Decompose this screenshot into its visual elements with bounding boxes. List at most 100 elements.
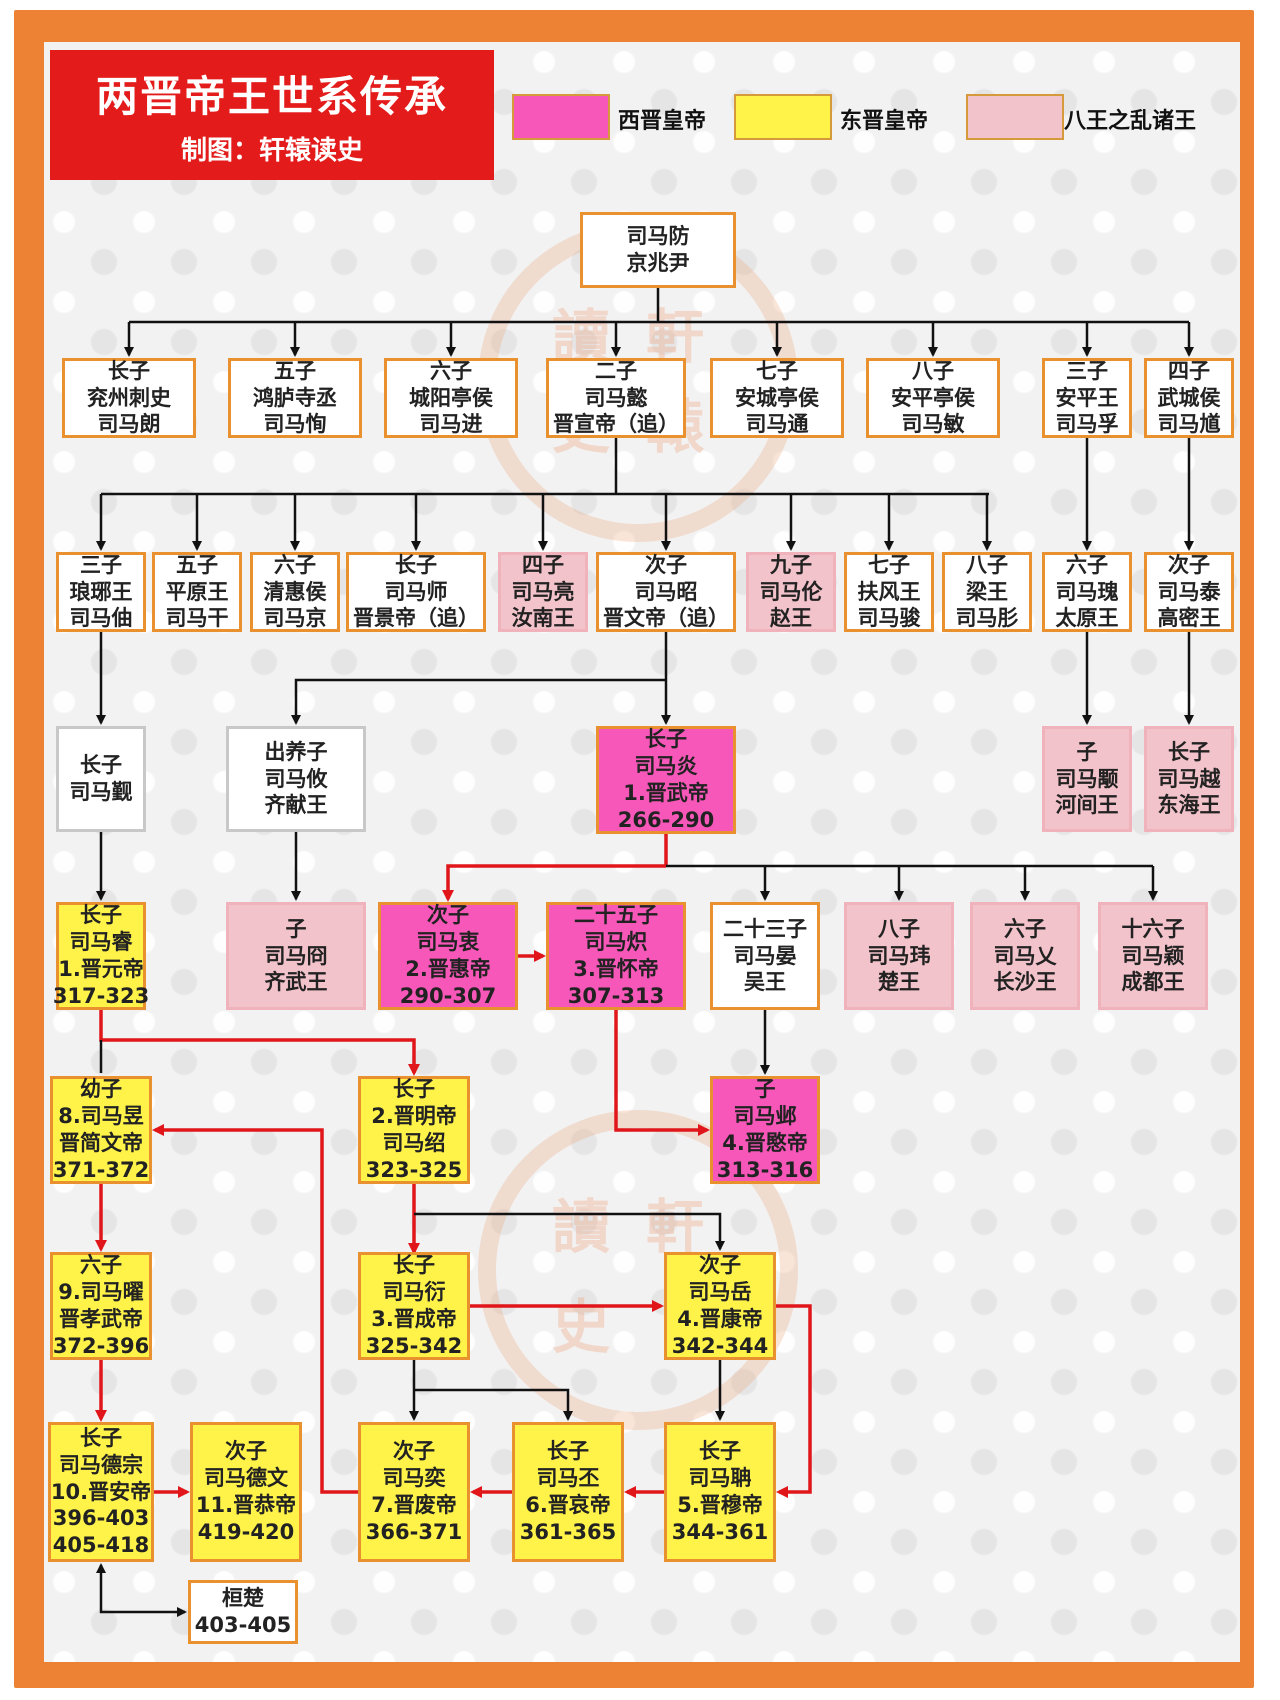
node-text-line: 323-325 bbox=[365, 1157, 463, 1182]
node-text-line: 司马冏 bbox=[264, 943, 328, 968]
node-text-line: 长子 bbox=[393, 1253, 435, 1278]
node-text-line: 六子 bbox=[80, 1253, 122, 1278]
node-text-line: 6.晋哀帝 bbox=[525, 1493, 611, 1517]
node-text-line: 司马晏 bbox=[733, 943, 797, 968]
node-sima-tong2: 八子梁王司马肜 bbox=[942, 552, 1032, 632]
node-sima-shi: 长子司马师晋景帝（追） bbox=[346, 552, 486, 632]
node-text-line: 长子 bbox=[80, 903, 122, 928]
node-sima-fu: 三子安平王司马孚 bbox=[1042, 358, 1132, 438]
node-text-line: 司马颙 bbox=[1055, 766, 1119, 791]
node-text-line: 290-307 bbox=[399, 983, 497, 1008]
node-text-line: 太原王 bbox=[1055, 606, 1119, 631]
node-text-line: 六子 bbox=[1004, 916, 1046, 941]
node-text-line: 六子 bbox=[1066, 552, 1108, 577]
node-text-line: 司马炽 bbox=[584, 930, 648, 955]
node-text-line: 六子 bbox=[274, 552, 316, 577]
node-text-line: 361-365 bbox=[519, 1519, 617, 1544]
node-text-line: 长子 bbox=[1168, 739, 1210, 764]
shao-yue2-arrow bbox=[414, 1212, 725, 1251]
node-text-line: 五子 bbox=[176, 552, 218, 577]
node-sima-zhou: 三子琅琊王司马伷 bbox=[56, 552, 146, 632]
node-text-line: 313-316 bbox=[716, 1157, 814, 1182]
node-text-line: 344-361 bbox=[671, 1519, 769, 1544]
node-text-line: 子 bbox=[285, 916, 307, 941]
node-sima-lun: 九子司马伦赵王 bbox=[746, 552, 836, 632]
node-text-line: 司马泰 bbox=[1157, 579, 1221, 604]
node-text-line: 司马瑰 bbox=[1055, 579, 1119, 604]
node-text-line: 出养子 bbox=[264, 739, 328, 764]
node-text-line: 长子 bbox=[547, 1439, 589, 1464]
node-text-line: 1.晋元帝 bbox=[58, 957, 144, 981]
yi2-yu-arrow bbox=[152, 1124, 358, 1494]
node-text-line: 鸿胪寺丞 bbox=[253, 385, 337, 410]
node-text-line: 长子 bbox=[645, 727, 687, 752]
node-text-line: 八子 bbox=[912, 358, 954, 383]
node-sima-lang: 长子兖州刺史司马朗 bbox=[62, 358, 196, 438]
chi-ye-arrow bbox=[614, 1010, 710, 1136]
node-sima-jing: 六子清惠侯司马京 bbox=[250, 552, 340, 632]
node-text-line: 366-371 bbox=[365, 1519, 463, 1544]
node-text-line: 次子 bbox=[427, 903, 469, 928]
node-text-line: 七子 bbox=[756, 358, 798, 383]
legend-label-eight-princes: 八王之乱诸王 bbox=[1064, 109, 1197, 134]
node-text-line: 扶风王 bbox=[857, 579, 921, 604]
node-sima-jin: 六子城阳亭侯司马进 bbox=[384, 358, 518, 438]
legend-swatch-west-jin bbox=[512, 94, 610, 140]
rui-shao-arrow bbox=[99, 1010, 420, 1076]
node-text-line: 8.司马昱 bbox=[58, 1104, 144, 1129]
node-text-line: 7.晋废帝 bbox=[371, 1493, 457, 1517]
node-text-line: 405-418 bbox=[52, 1533, 150, 1558]
node-text-line: 403-405 bbox=[194, 1613, 292, 1637]
node-text-line: 司马懿 bbox=[584, 385, 648, 410]
node-sima-zhao: 次子司马昭晋文帝（追） bbox=[596, 552, 736, 632]
node-sima-min: 八子安平亭侯司马敏 bbox=[866, 358, 1000, 438]
node-text-line: 司马进 bbox=[419, 412, 483, 437]
node-text-line: 九子 bbox=[770, 552, 812, 577]
dezong-huanchu-arrow bbox=[96, 1563, 187, 1617]
node-text-line: 266-290 bbox=[617, 807, 715, 832]
node-text-line: 司马绍 bbox=[382, 1131, 446, 1155]
node-text-line: 东海王 bbox=[1157, 793, 1221, 818]
node-text-line: 4.晋愍帝 bbox=[722, 1131, 808, 1155]
node-text-line: 兖州刺史 bbox=[87, 385, 171, 410]
node-text-line: 司马伷 bbox=[69, 606, 133, 631]
node-text-line: 长子 bbox=[108, 358, 150, 383]
node-text-line: 司马衷 bbox=[416, 930, 480, 955]
node-text-line: 司马岳 bbox=[688, 1280, 752, 1305]
node-text-line: 安城亭侯 bbox=[735, 385, 819, 410]
node-text-line: 十六子 bbox=[1121, 916, 1185, 941]
node-text-line: 司马丕 bbox=[536, 1466, 600, 1491]
node-text-line: 司马恂 bbox=[263, 412, 327, 437]
node-text-line: 2.晋惠帝 bbox=[405, 957, 491, 981]
node-text-line: 次子 bbox=[1168, 552, 1210, 577]
node-text-line: 晋孝武帝 bbox=[59, 1307, 143, 1331]
legend-label-west-jin: 西晋皇帝 bbox=[618, 109, 707, 134]
node-text-line: 清惠侯 bbox=[263, 579, 327, 604]
node-text-line: 七子 bbox=[868, 552, 910, 577]
node-text-line: 安平王 bbox=[1055, 385, 1119, 410]
node-text-line: 城阳亭侯 bbox=[409, 385, 493, 410]
node-text-line: 子 bbox=[1076, 739, 1098, 764]
title-banner: 两晋帝王世系传承 制图：轩辕读史 bbox=[50, 50, 494, 180]
node-text-line: 372-396 bbox=[52, 1333, 150, 1358]
node-text-line: 三子 bbox=[1066, 358, 1108, 383]
node-text-line: 六子 bbox=[430, 358, 472, 383]
node-sima-tai: 次子司马泰高密王 bbox=[1144, 552, 1234, 632]
node-sima-wei: 八子司马玮楚王 bbox=[844, 902, 954, 1010]
node-sima-jin2: 长子司马觐 bbox=[56, 726, 146, 832]
node-text-line: 342-344 bbox=[671, 1333, 769, 1358]
chart-author: 制图：轩辕读史 bbox=[180, 136, 363, 166]
node-text-line: 419-420 bbox=[197, 1519, 295, 1544]
node-text-line: 司马干 bbox=[165, 606, 229, 631]
node-text-line: 次子 bbox=[645, 552, 687, 577]
node-text-line: 长沙王 bbox=[993, 970, 1057, 995]
